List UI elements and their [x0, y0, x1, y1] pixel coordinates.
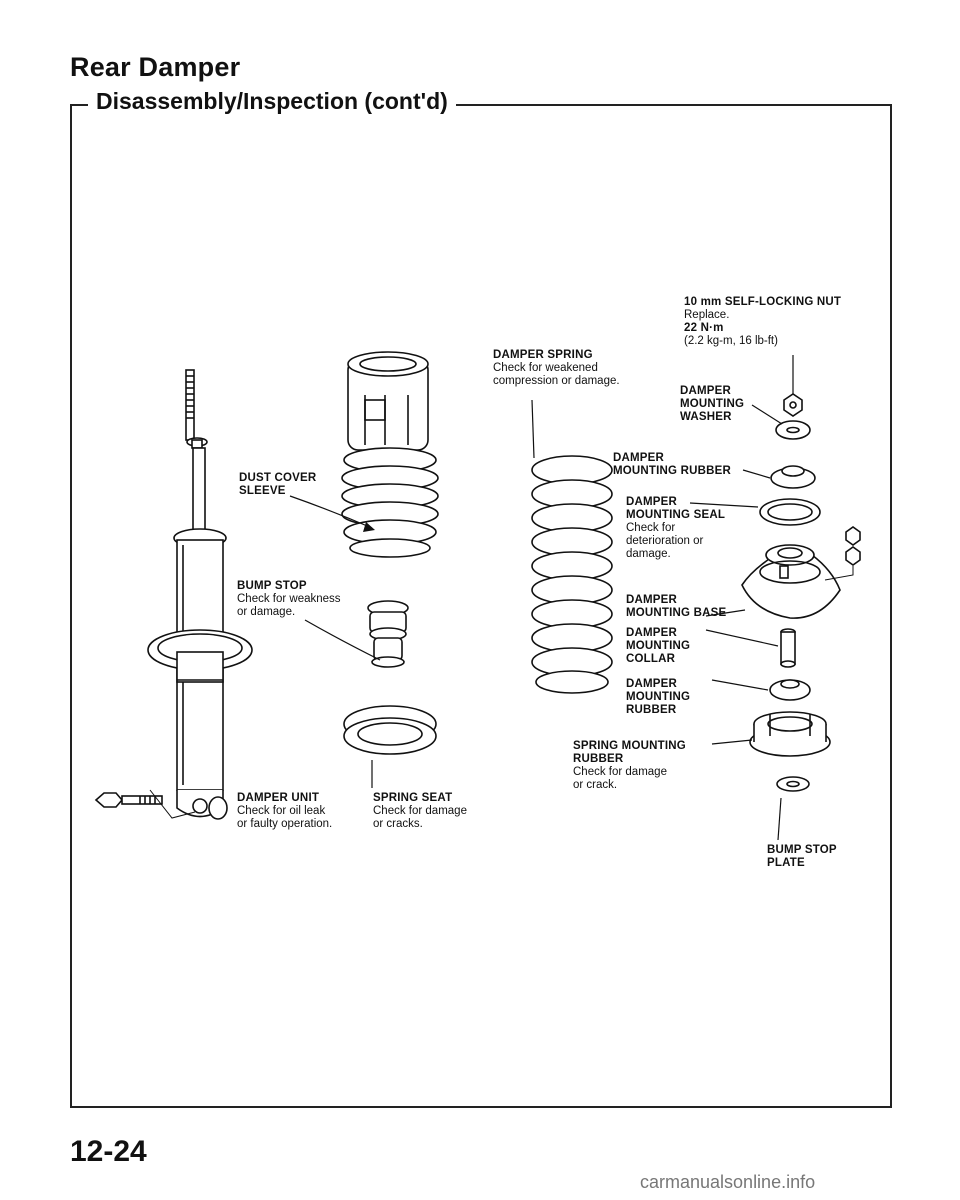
label-mounting-washer: DAMPER MOUNTING WASHER [680, 385, 745, 423]
spring-seat-drawing [343, 705, 437, 755]
mounting-rubber-lower-drawing [769, 679, 811, 701]
mounting-seal-drawing [759, 498, 821, 526]
label-self-locking-nut: 10 mm SELF-LOCKING NUT Replace. 22 N·m (… [684, 296, 842, 347]
mounting-rubber-upper-drawing [770, 465, 816, 489]
mounting-washer-drawing [775, 420, 811, 440]
label-bump-stop-plate: BUMP STOP PLATE [767, 844, 837, 869]
label-mounting-collar: DAMPER MOUNTING COLLAR [626, 627, 691, 665]
diagram-frame [70, 104, 892, 1108]
damper-spring-drawing [531, 455, 613, 694]
section-title: Disassembly/Inspection (cont'd) [88, 88, 456, 115]
label-mounting-base: DAMPER MOUNTING BASE [626, 594, 727, 619]
bump-stop-plate-drawing [776, 776, 810, 792]
frame-top-left-rule [70, 104, 90, 106]
watermark-text: carmanualsonline.info [640, 1172, 816, 1192]
bump-stop-drawing [367, 600, 409, 668]
label-spring-seat: SPRING SEAT Check for damage or cracks. [373, 792, 467, 830]
page-number: 12-24 [70, 1135, 147, 1168]
mounting-collar-drawing [780, 628, 796, 668]
label-spring-mounting-rubber: SPRING MOUNTING RUBBER Check for damage … [573, 740, 686, 791]
mounting-base-drawing [741, 544, 841, 619]
dust-cover-sleeve-drawing [341, 351, 439, 558]
mounting-bolt-drawing [94, 792, 163, 808]
frame-top-right-rule [428, 104, 892, 106]
damper-unit-drawing [94, 369, 253, 820]
label-damper-spring: DAMPER SPRING Check for weakened compres… [493, 349, 620, 387]
label-mounting-rubber-lower: DAMPER MOUNTING RUBBER [626, 678, 691, 716]
side-nuts-drawing [824, 526, 861, 581]
label-mounting-seal: DAMPER MOUNTING SEAL Check for deteriora… [626, 496, 726, 560]
label-bump-stop: BUMP STOP Check for weakness or damage. [237, 580, 341, 618]
self-locking-nut-drawing [783, 355, 803, 417]
label-dust-cover-sleeve: DUST COVER SLEEVE [239, 472, 317, 497]
label-damper-unit: DAMPER UNIT Check for oil leak or faulty… [237, 792, 333, 830]
spring-mounting-rubber-drawing [749, 711, 831, 757]
page-title: Rear Damper [70, 52, 241, 82]
label-mounting-rubber-upper: DAMPER MOUNTING RUBBER [613, 452, 731, 477]
